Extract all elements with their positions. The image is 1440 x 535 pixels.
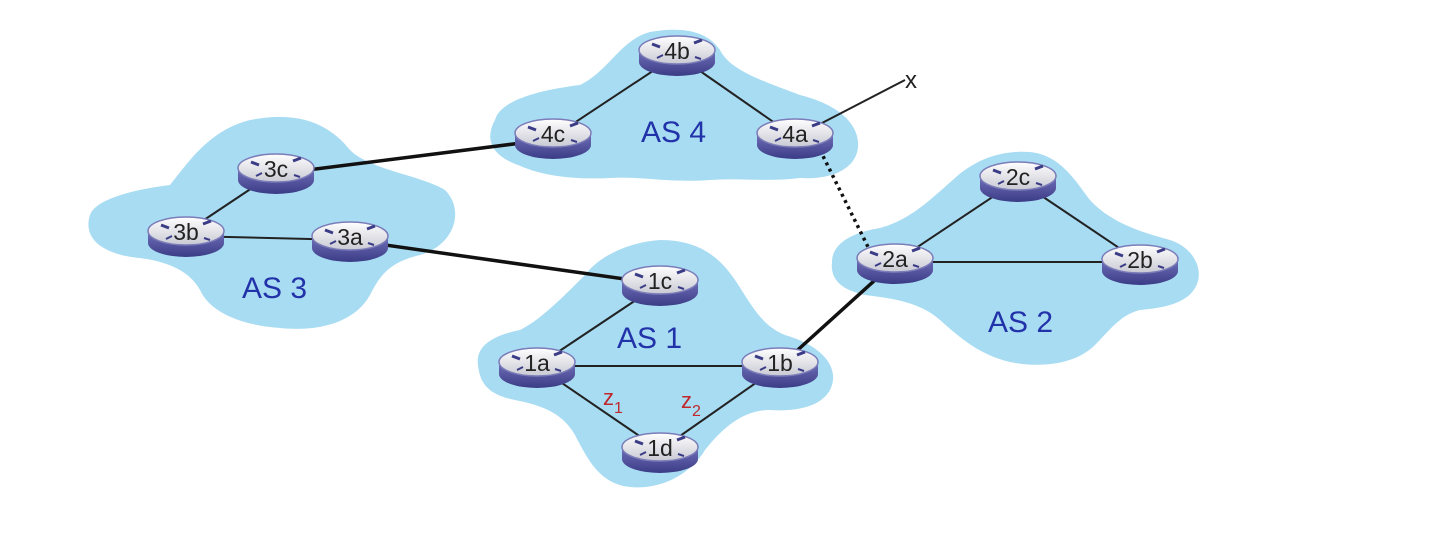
as1-cloud <box>477 240 834 488</box>
router-2b: 2b <box>1100 243 1180 287</box>
as3-cloud <box>88 116 456 329</box>
link-3c-4c <box>275 137 554 176</box>
svg-text:1a: 1a <box>524 350 550 376</box>
router-1b: 1b <box>740 346 820 390</box>
svg-text:4b: 4b <box>664 38 690 64</box>
svg-text:1c: 1c <box>648 268 672 294</box>
router-3a: 3a <box>310 220 390 264</box>
link-4a-2a-dotted <box>818 149 874 256</box>
router-2a: 2a <box>855 242 935 286</box>
as4-label: AS 4 <box>641 116 706 149</box>
router-1c: 1c <box>620 264 700 308</box>
svg-text:1b: 1b <box>767 350 793 376</box>
router-4a: 4a <box>755 117 835 161</box>
router-2c: 2c <box>978 160 1058 204</box>
link-3a-1c <box>349 238 661 286</box>
svg-text:3a: 3a <box>337 224 363 250</box>
as2-cloud <box>831 151 1199 365</box>
as3-label: AS 3 <box>242 272 307 305</box>
as2-label: AS 2 <box>988 306 1053 339</box>
svg-text:2a: 2a <box>882 246 908 272</box>
svg-text:4a: 4a <box>782 121 808 147</box>
svg-text:2c: 2c <box>1006 164 1030 190</box>
svg-text:3c: 3c <box>264 156 288 182</box>
router-1a: 1a <box>497 346 577 390</box>
svg-text:1d: 1d <box>647 435 673 461</box>
router-3b: 3b <box>146 215 226 259</box>
router-4c: 4c <box>513 117 593 161</box>
destination-x-label: x <box>905 67 917 94</box>
router-3c: 3c <box>236 152 316 196</box>
svg-text:4c: 4c <box>541 121 565 147</box>
interface-z1-label: z1 <box>603 385 623 417</box>
router-4b: 4b <box>637 34 717 78</box>
router-1d: 1d <box>620 431 700 475</box>
svg-text:2b: 2b <box>1127 247 1153 273</box>
as1-label: AS 1 <box>617 322 682 355</box>
svg-text:3b: 3b <box>173 219 199 245</box>
interface-z2-label: z2 <box>681 388 701 420</box>
